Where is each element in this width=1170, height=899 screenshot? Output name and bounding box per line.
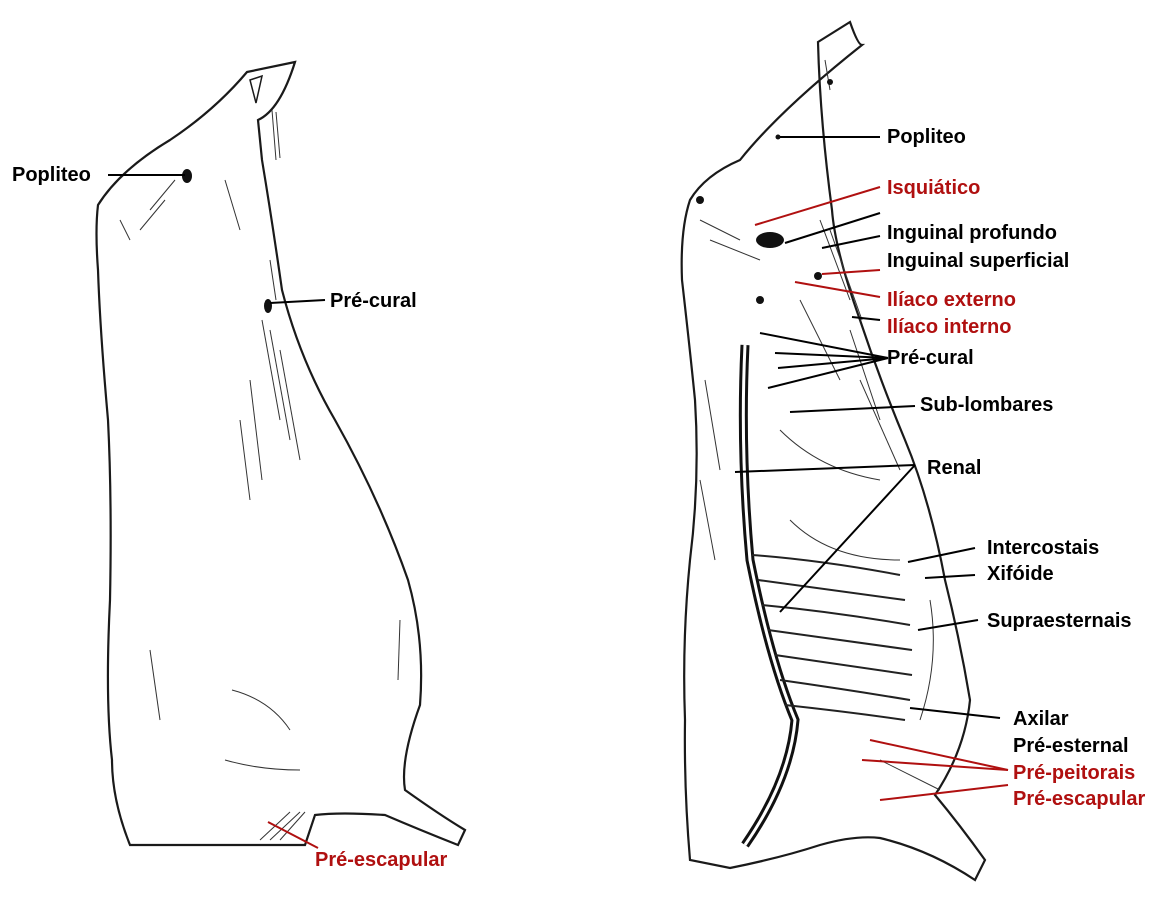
- label-right-isquiatico: Isquiático: [887, 177, 980, 199]
- label-right-axilar: Axilar: [1013, 708, 1069, 730]
- left-carcass-drawing: [97, 62, 466, 848]
- label-right-iliaco-interno: Ilíaco interno: [887, 316, 1011, 338]
- label-right-xifoide: Xifóide: [987, 563, 1054, 585]
- label-right-pre-esternal: Pré-esternal: [1013, 735, 1129, 757]
- left-pre-cural-node: [264, 299, 272, 313]
- label-right-pre-cural: Pré-cural: [887, 347, 974, 369]
- label-left-popliteo: Popliteo: [12, 164, 91, 186]
- label-right-renal: Renal: [927, 457, 981, 479]
- label-right-inguinal-superficial: Inguinal superficial: [887, 250, 1069, 272]
- label-right-sub-lombares: Sub-lombares: [920, 394, 1053, 416]
- label-left-pre-cural: Pré-cural: [330, 290, 417, 312]
- label-right-intercostais: Intercostais: [987, 537, 1099, 559]
- label-right-inguinal-profundo: Inguinal profundo: [887, 222, 1057, 244]
- label-right-pre-escapular: Pré-escapular: [1013, 788, 1145, 810]
- label-right-supraesternais: Supraesternais: [987, 610, 1132, 632]
- label-left-pre-escapular: Pré-escapular: [315, 849, 447, 871]
- label-right-iliaco-externo: Ilíaco externo: [887, 289, 1016, 311]
- right-carcass-drawing: [682, 22, 1008, 880]
- left-carcass-outline: [97, 62, 466, 845]
- right-carcass-outline: [682, 22, 985, 880]
- label-right-pre-peitorais: Pré-peitorais: [1013, 762, 1135, 784]
- label-right-popliteo: Popliteo: [887, 126, 966, 148]
